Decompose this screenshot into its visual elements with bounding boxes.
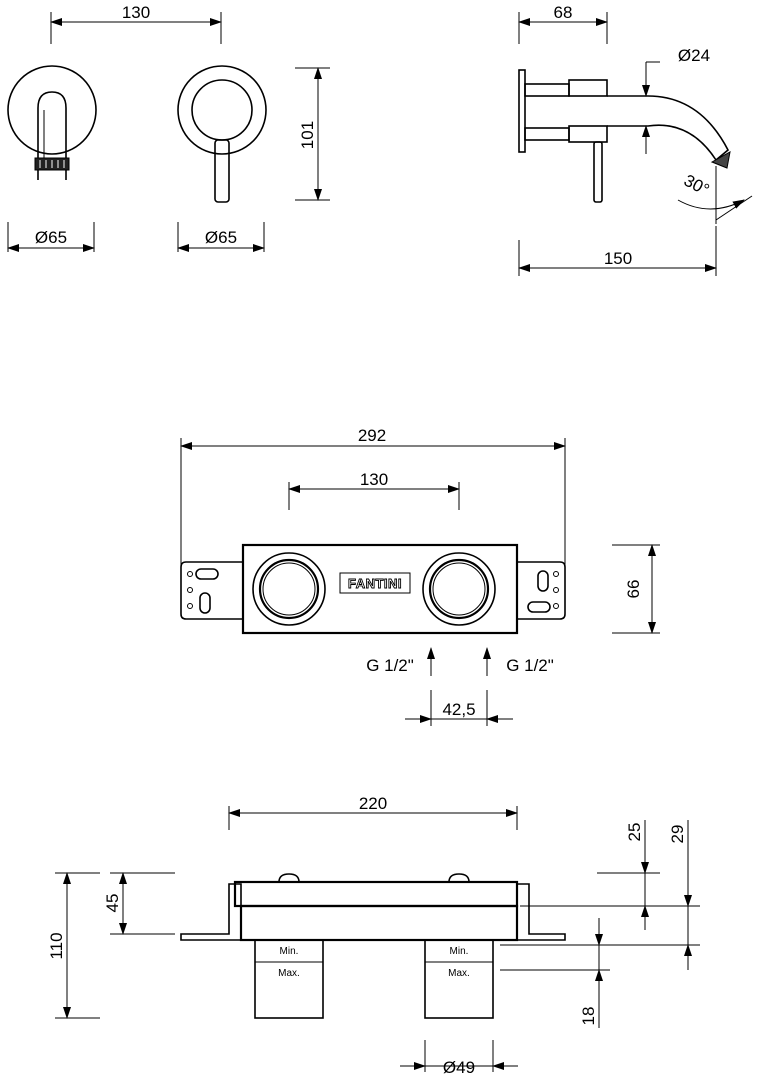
spout-profile xyxy=(607,95,730,162)
outlet-ring-left xyxy=(252,552,326,626)
angle-arc xyxy=(677,199,745,210)
dim-dia65-left: Ø65 xyxy=(35,228,67,247)
max-label-right: Max. xyxy=(448,968,470,979)
dim-angle-30: 30° xyxy=(681,171,713,200)
max-label-left: Max. xyxy=(278,968,300,979)
dim-110: 110 xyxy=(47,932,66,959)
bracket-left xyxy=(180,883,242,941)
dim-dia49: Ø49 xyxy=(443,1058,475,1077)
outlet-ring-right xyxy=(422,552,496,626)
dim-25: 25 xyxy=(625,823,644,842)
lever-profile xyxy=(593,141,603,203)
dim-dia65-right: Ø65 xyxy=(205,228,237,247)
cartridge-right xyxy=(424,939,494,1019)
min-label-left: Min. xyxy=(280,946,299,957)
spout-rosette-front xyxy=(7,65,97,180)
dim-45: 45 xyxy=(103,894,122,913)
embedded-box-front: 292 130 FANTINI 66 xyxy=(180,426,660,726)
inlet-label-left: G 1/2" xyxy=(366,656,414,675)
dim-130-top: 130 xyxy=(122,3,150,22)
min-label-right: Min. xyxy=(450,946,469,957)
dim-42-5: 42,5 xyxy=(442,700,475,719)
wall-plate xyxy=(518,69,526,153)
dim-18: 18 xyxy=(579,1007,598,1026)
dim-66: 66 xyxy=(624,580,643,599)
box-body xyxy=(241,543,519,635)
dim-dia24: Ø24 xyxy=(678,46,710,65)
brand-plate xyxy=(339,572,411,594)
inlet-label-right: G 1/2" xyxy=(506,656,554,675)
dim-101: 101 xyxy=(298,121,317,149)
mounting-ear-right xyxy=(517,561,566,620)
cartridge-left xyxy=(254,939,324,1019)
top-side-view: 68 Ø24 30° 150 xyxy=(518,3,753,276)
top-front-views: 130 101 Ø65 xyxy=(7,3,330,252)
dim-150: 150 xyxy=(604,249,632,268)
brand-logo: FANTINI xyxy=(348,576,402,591)
dim-68: 68 xyxy=(554,3,573,22)
mounting-ear-left xyxy=(180,561,243,620)
dim-292: 292 xyxy=(358,426,386,445)
dim-220: 220 xyxy=(359,794,387,813)
embedded-box-section: 220 Min. Max. Min. Max. 110 45 xyxy=(47,794,700,1077)
dim-130-mid: 130 xyxy=(360,470,388,489)
dim-29: 29 xyxy=(668,825,687,844)
mixer-rosette-front xyxy=(177,65,267,203)
section-box-lower xyxy=(239,904,519,942)
section-box-upper xyxy=(233,880,519,908)
bracket-right xyxy=(516,883,566,941)
